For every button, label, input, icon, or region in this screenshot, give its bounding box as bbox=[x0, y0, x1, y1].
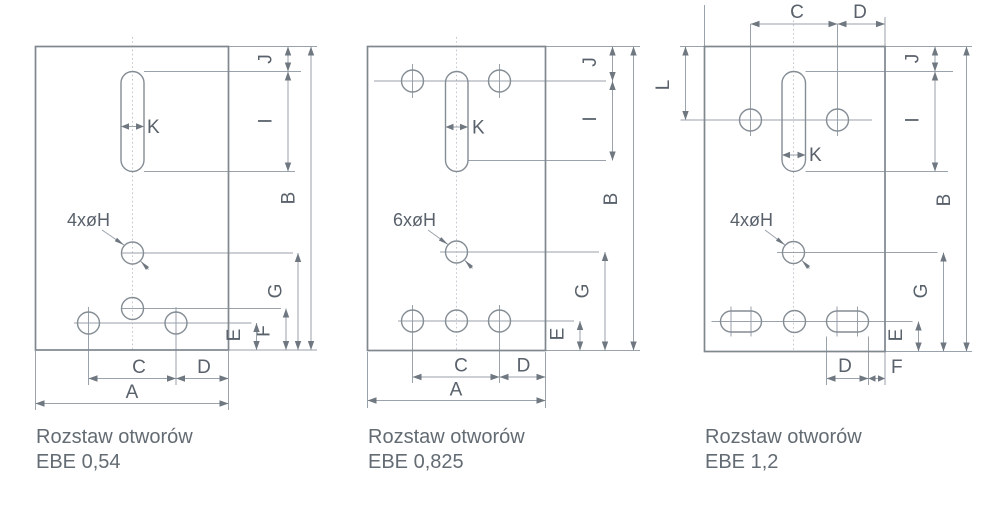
dim-label-g: G bbox=[266, 284, 287, 299]
caption-title: Rozstaw otworów bbox=[705, 426, 862, 448]
holes bbox=[719, 70, 870, 334]
diagram-ebe-12: L J I B G E C D D F K 4xøH bbox=[653, 2, 972, 385]
dimension-lines: J I B G FE C D A K bbox=[35, 46, 315, 407]
caption-ebe-12: Rozstaw otworów EBE 1,2 bbox=[705, 425, 862, 475]
dim-label-d: D bbox=[838, 356, 852, 377]
hole-diameter-callout: 4xøH bbox=[730, 210, 811, 269]
extension-lines bbox=[680, 5, 972, 385]
hole-diameter-callout: 6xøH bbox=[393, 210, 474, 269]
dim-label-c: C bbox=[790, 2, 804, 23]
dim-label-d: D bbox=[517, 356, 531, 377]
diagram-ebe-0825: J I B G E C D A K 6xøH bbox=[366, 37, 640, 408]
dim-label-c: C bbox=[454, 356, 468, 377]
caption-model: EBE 0,54 bbox=[36, 451, 121, 473]
dim-label-b: B bbox=[279, 192, 300, 205]
dim-label-d: D bbox=[197, 357, 211, 378]
holes bbox=[76, 70, 188, 335]
dimension-lines: J I B G E C D A K bbox=[367, 46, 637, 404]
extension-lines bbox=[367, 37, 640, 408]
dim-label-k: K bbox=[472, 118, 485, 139]
dim-label-f: F bbox=[254, 325, 275, 337]
caption-title: Rozstaw otworów bbox=[36, 426, 193, 448]
dim-label-j: J bbox=[903, 54, 924, 64]
dim-label-j: J bbox=[580, 57, 601, 67]
hole-diameter-callout: 4xøH bbox=[67, 210, 150, 270]
dim-label-b: B bbox=[601, 193, 622, 206]
dim-label-k: K bbox=[147, 117, 160, 138]
dim-label-e: E bbox=[224, 329, 245, 342]
dim-label-f: F bbox=[891, 357, 903, 378]
holes-count-label: 4xøH bbox=[67, 210, 110, 230]
dim-label-b: B bbox=[934, 194, 955, 207]
holes-count-label: 4xøH bbox=[730, 210, 773, 230]
caption-title: Rozstaw otworów bbox=[368, 426, 525, 448]
dim-label-g: G bbox=[573, 284, 594, 299]
dim-label-e: E bbox=[886, 329, 907, 342]
dim-label-l: L bbox=[653, 80, 674, 91]
dim-label-e: E bbox=[548, 328, 569, 341]
caption-model: EBE 0,825 bbox=[368, 451, 464, 473]
caption-ebe-0825: Rozstaw otworów EBE 0,825 bbox=[368, 425, 525, 475]
dim-label-c: C bbox=[132, 357, 146, 378]
plate-outline bbox=[366, 45, 547, 352]
dim-label-i: I bbox=[256, 118, 277, 123]
holes-count-label: 6xøH bbox=[393, 210, 436, 230]
dimension-lines: L J I B G E C D D F K bbox=[653, 2, 970, 382]
dim-label-i: I bbox=[580, 116, 601, 121]
plate-outline bbox=[703, 45, 886, 353]
diagram-ebe-054: J I B G FE C D A K 4xøH bbox=[34, 37, 317, 410]
holes bbox=[400, 69, 512, 333]
dim-label-d: D bbox=[853, 2, 867, 23]
dim-label-k: K bbox=[809, 145, 822, 166]
dim-label-g: G bbox=[911, 284, 932, 299]
plate-outline bbox=[34, 45, 230, 351]
caption-ebe-054: Rozstaw otworów EBE 0,54 bbox=[36, 425, 193, 475]
dim-label-i: I bbox=[903, 117, 924, 122]
dim-label-a: A bbox=[126, 382, 139, 403]
caption-model: EBE 1,2 bbox=[705, 451, 779, 473]
dim-label-a: A bbox=[450, 380, 463, 401]
dim-label-j: J bbox=[256, 54, 277, 64]
